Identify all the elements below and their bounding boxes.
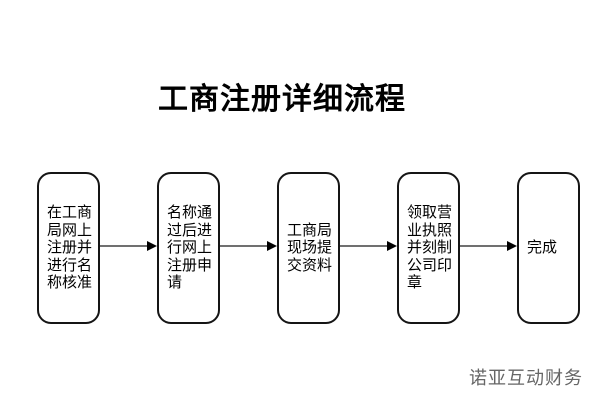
flow-arrow-4	[460, 240, 517, 252]
watermark: 诺亚互动财务	[469, 368, 583, 388]
arrow-line	[340, 245, 389, 247]
arrow-line	[220, 245, 269, 247]
arrowhead-right-icon	[267, 241, 277, 251]
flow-step-5: 完成	[517, 172, 580, 324]
flow-step-3: 工商局 现场提 交资料	[277, 172, 340, 324]
flow-step-1: 在工商 局网上 注册并 进行名 称核准	[37, 172, 100, 324]
flow-step-5-label: 完成	[527, 239, 558, 257]
page-title: 工商注册详细流程	[158, 83, 406, 116]
flow-step-4-label: 领取营 业执照 并刻制 公司印 章	[407, 204, 453, 292]
flow-arrow-2	[220, 240, 277, 252]
arrow-line	[460, 245, 509, 247]
flow-arrow-3	[340, 240, 397, 252]
flow-step-2: 名称通 过后进 行网上 注册申 请	[157, 172, 220, 324]
flow-step-2-label: 名称通 过后进 行网上 注册申 请	[167, 204, 213, 292]
flow-arrow-1	[100, 240, 157, 252]
arrowhead-right-icon	[507, 241, 517, 251]
arrow-line	[100, 245, 149, 247]
arrowhead-right-icon	[387, 241, 397, 251]
flow-step-4: 领取营 业执照 并刻制 公司印 章	[397, 172, 460, 324]
flow-step-1-label: 在工商 局网上 注册并 进行名 称核准	[47, 204, 93, 292]
arrowhead-right-icon	[147, 241, 157, 251]
flow-step-3-label: 工商局 现场提 交资料	[287, 221, 333, 274]
